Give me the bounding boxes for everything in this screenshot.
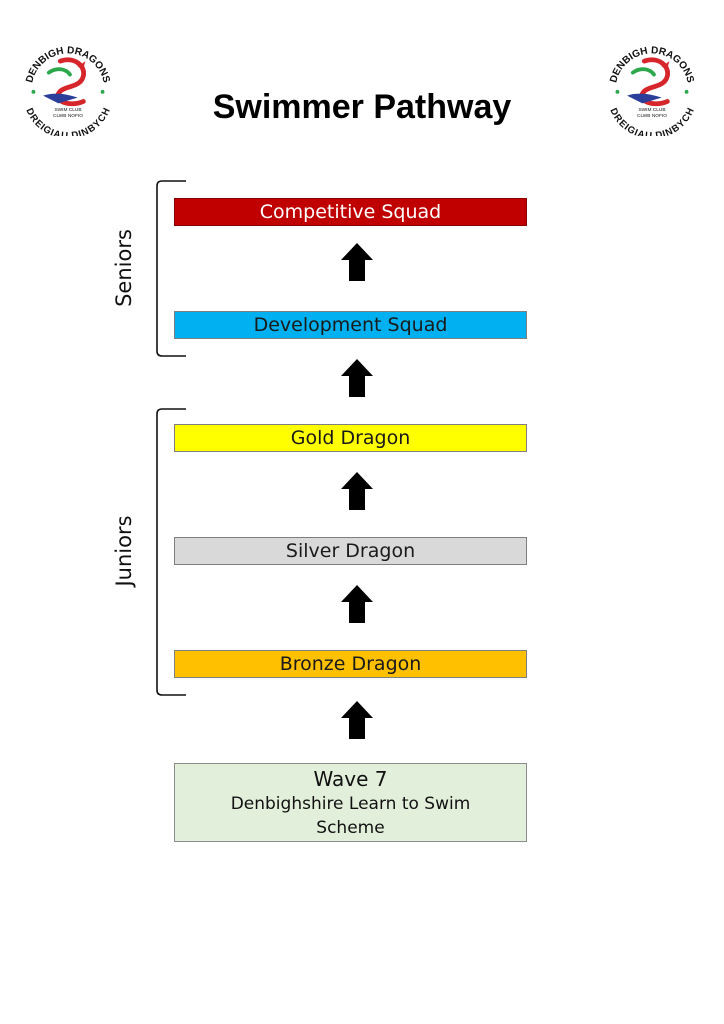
silver-dragon-box: Silver Dragon — [174, 537, 527, 565]
competitive-squad-box: Competitive Squad — [174, 198, 527, 226]
up-arrow-icon — [340, 700, 374, 740]
bronze-dragon-box: Bronze Dragon — [174, 650, 527, 678]
page-title: Swimmer Pathway — [212, 88, 512, 126]
seniors-label: Seniors — [112, 229, 136, 307]
up-arrow-icon — [340, 471, 374, 511]
svg-text:DENBIGH DRAGONS: DENBIGH DRAGONS — [24, 45, 111, 84]
development-squad-box: Development Squad — [174, 311, 527, 339]
logo-inner-line2: CLWB NOFIO — [637, 113, 667, 119]
wave-7-description: Denbighshire Learn to Swim Scheme — [230, 794, 471, 838]
logo-top-text: DENBIGH DRAGONS — [608, 45, 695, 84]
wave-7-title: Wave 7 — [313, 767, 388, 791]
up-arrow-icon — [340, 584, 374, 624]
logo-inner-line1: SWIM CLUB — [638, 107, 665, 113]
club-logo-right: DENBIGH DRAGONS DREIGIAU DINBYCH SWIM CL… — [604, 40, 700, 136]
dragon-logo-icon: DENBIGH DRAGONS DREIGIAU DINBYCH SWIM CL… — [23, 45, 112, 136]
logo-top-text: DENBIGH DRAGONS — [24, 45, 111, 84]
gold-dragon-box: Gold Dragon — [174, 424, 527, 452]
juniors-bracket — [154, 408, 188, 696]
logo-inner-line1: SWIM CLUB — [54, 107, 81, 113]
up-arrow-icon — [340, 358, 374, 398]
seniors-bracket — [154, 180, 188, 357]
up-arrow-icon — [340, 242, 374, 282]
club-logo-left: DENBIGH DRAGONS DREIGIAU DINBYCH SWIM CL… — [20, 40, 116, 136]
logo-inner-line2: CLWB NOFIO — [53, 113, 83, 119]
wave-7-box: Wave 7 Denbighshire Learn to Swim Scheme — [174, 763, 527, 842]
juniors-label: Juniors — [112, 515, 136, 587]
dragon-logo-icon: DENBIGH DRAGONS DREIGIAU DINBYCH SWIM CL… — [607, 45, 696, 136]
svg-text:DENBIGH DRAGONS: DENBIGH DRAGONS — [608, 45, 695, 84]
